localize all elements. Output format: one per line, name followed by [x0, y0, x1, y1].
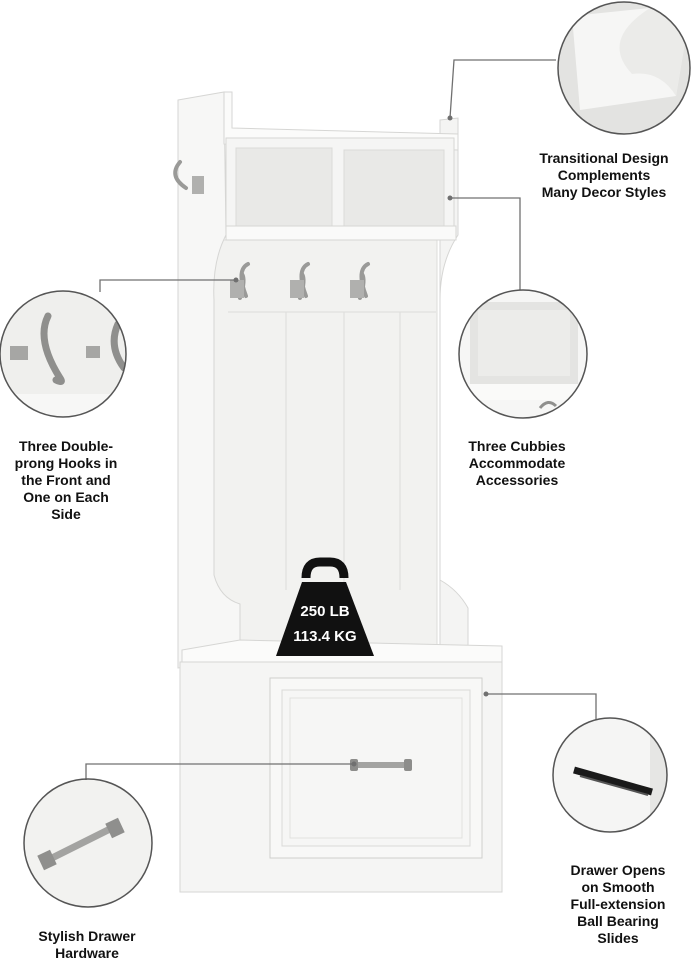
feature-label-design: Transitional Design Complements Many Dec… [536, 150, 672, 201]
detail-circle-edge [557, 1, 691, 135]
feature-line: Side [51, 506, 81, 522]
detail-circle-pull [23, 778, 153, 908]
feature-label-cubbies: Three Cubbies Accommodate Accessories [452, 438, 582, 489]
feature-line: prong Hooks in [14, 455, 118, 471]
detail-circle-cubbies [458, 289, 588, 419]
weight-capacity-badge: 250 LB 113.4 KG [276, 557, 374, 656]
feature-line: Transitional Design [539, 150, 669, 166]
weight-lb: 250 LB [300, 603, 349, 620]
feature-line: Three Cubbies [468, 438, 566, 454]
feature-line: Many Decor Styles [541, 184, 667, 200]
weight-kg: 113.4 KG [293, 628, 356, 645]
feature-line: Three Double- [18, 438, 114, 454]
feature-line: Ball Bearing [577, 913, 659, 929]
feature-label-drawer: Drawer Opens on Smooth Full-extension Ba… [560, 862, 676, 947]
feature-line: Stylish Drawer [38, 928, 136, 944]
callout-lines [85, 59, 597, 780]
feature-line: Slides [597, 930, 639, 946]
feature-line: One on Each [23, 489, 109, 505]
feature-line: Accommodate [468, 455, 566, 471]
detail-circle-slide [552, 717, 668, 833]
feature-line: Hardware [55, 945, 119, 961]
hall-tree [173, 91, 503, 893]
feature-line: Full-extension [570, 896, 666, 912]
feature-label-hooks: Three Double- prong Hooks in the Front a… [10, 438, 122, 523]
feature-line: Complements [557, 167, 651, 183]
feature-line: on Smooth [581, 879, 655, 895]
feature-line: Accessories [475, 472, 559, 488]
feature-label-hardware: Stylish Drawer Hardware [12, 928, 162, 962]
detail-circle-hooks [0, 290, 127, 418]
feature-line: the Front and [21, 472, 111, 488]
feature-line: Drawer Opens [570, 862, 666, 878]
